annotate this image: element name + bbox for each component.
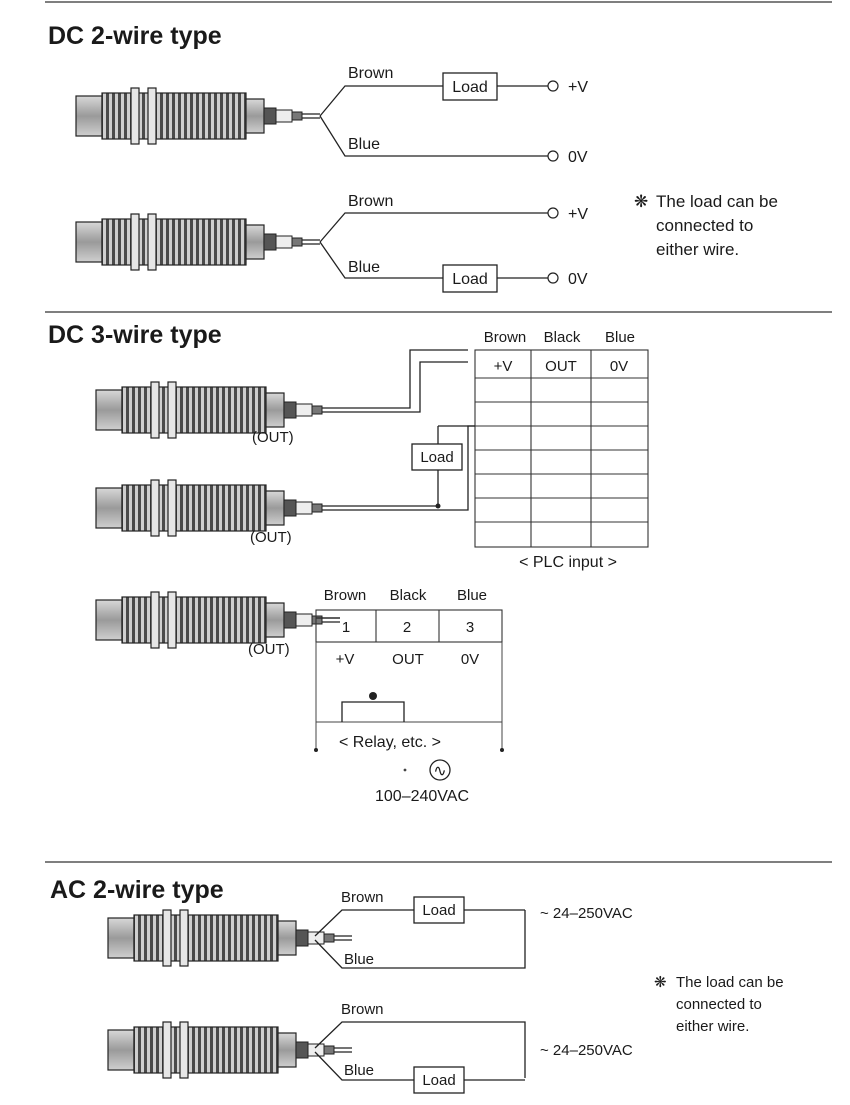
relay-terminal-block: Brown Black Blue 1 2 3 +V OUT 0V < Relay… bbox=[314, 587, 504, 752]
ac2-title: AC 2-wire type bbox=[50, 876, 224, 904]
dc2-1-brown-label: Brown bbox=[348, 65, 393, 82]
dc2-2-brown-wire bbox=[319, 212, 548, 243]
dc3-title: DC 3-wire type bbox=[48, 321, 222, 349]
dc2-note-line-2: connected to bbox=[656, 216, 753, 235]
ac2-1-load-box bbox=[413, 896, 465, 924]
dc3-sensor-b-out: (OUT) bbox=[250, 529, 292, 546]
ac2-2-blue-wire bbox=[314, 1051, 414, 1081]
dc3-sensor-a-icon bbox=[95, 381, 341, 439]
dc2-2-load-box bbox=[442, 264, 498, 293]
ac2-note-mark: ❋ bbox=[654, 974, 667, 991]
ac2-1-brown-label: Brown bbox=[341, 889, 384, 906]
dc2-title: DC 2-wire type bbox=[48, 22, 222, 50]
terminal-icon bbox=[547, 150, 559, 162]
ac-source-icon bbox=[429, 759, 451, 781]
plc-header-brown: Brown bbox=[484, 329, 527, 346]
relay-caption: < Relay, etc. > bbox=[339, 734, 441, 751]
dc2-note-line-3: either wire. bbox=[656, 240, 739, 259]
terminal-icon bbox=[547, 80, 559, 92]
dc3-sensor-b-icon bbox=[95, 479, 341, 537]
dc3-b-out-wire bbox=[340, 470, 439, 507]
relay-label-zero-v: 0V bbox=[461, 651, 479, 668]
dc3-load-label: Load bbox=[420, 449, 453, 466]
dc2-1-load-box bbox=[442, 72, 498, 101]
dc2-2-zero-v: 0V bbox=[568, 271, 588, 288]
plc-header-blue: Blue bbox=[605, 329, 635, 346]
dc3-sensor-a-out: (OUT) bbox=[252, 429, 294, 446]
relay-label-plus-v: +V bbox=[336, 651, 355, 668]
ac2-sensor-2-icon bbox=[107, 1021, 353, 1079]
ac2-2-blue-label: Blue bbox=[344, 1062, 374, 1079]
dc3-sensor-c-out: (OUT) bbox=[248, 641, 290, 658]
ac2-note-line-3: either wire. bbox=[676, 1018, 749, 1035]
dc2-1-plus-v: +V bbox=[568, 79, 588, 96]
ac2-2-supply: ~ 24–250VAC bbox=[540, 1042, 633, 1059]
terminal-icon bbox=[547, 272, 559, 284]
ac-symbol: ∿ bbox=[433, 763, 446, 780]
dc2-2-brown-label: Brown bbox=[348, 193, 393, 210]
plc-input-table: Brown Black Blue +V OUT 0V < PLC input > bbox=[474, 329, 649, 571]
dc2-section: DC 2-wire type Load Brown Blue +V 0V Loa… bbox=[48, 22, 778, 293]
plc-header-black: Black bbox=[544, 329, 581, 346]
dc3-a-wire-1 bbox=[340, 349, 468, 409]
plc-cell-plus-v: +V bbox=[494, 358, 513, 375]
relay-label-out: OUT bbox=[392, 651, 424, 668]
dc2-2-plus-v: +V bbox=[568, 206, 588, 223]
ac2-1-blue-label: Blue bbox=[344, 951, 374, 968]
dc2-1-zero-v: 0V bbox=[568, 149, 588, 166]
plc-caption: < PLC input > bbox=[519, 554, 617, 571]
ac2-note-line-2: connected to bbox=[676, 996, 762, 1013]
relay-terminal-3: 3 bbox=[466, 619, 474, 636]
ac2-1-blue-wire bbox=[314, 910, 526, 969]
ac2-2-brown-label: Brown bbox=[341, 1001, 384, 1018]
ac2-1-supply: ~ 24–250VAC bbox=[540, 905, 633, 922]
dc3-a-wire-2 bbox=[340, 361, 468, 413]
relay-header-brown: Brown bbox=[324, 587, 367, 604]
dc2-1-brown-wire bbox=[319, 85, 443, 117]
ac2-2-load-label: Load bbox=[422, 1072, 455, 1089]
dc2-1-load-label: Load bbox=[452, 79, 488, 96]
plc-cell-out: OUT bbox=[545, 358, 577, 375]
relay-supply: 100–240VAC bbox=[375, 788, 469, 805]
relay-header-black: Black bbox=[390, 587, 427, 604]
dc2-note-line-1: The load can be bbox=[656, 192, 778, 211]
relay-terminal-2: 2 bbox=[403, 619, 411, 636]
relay-contact-dot-icon bbox=[369, 692, 377, 700]
dc3-load-box bbox=[411, 443, 463, 471]
ac2-2-load-box bbox=[413, 1066, 465, 1094]
dc2-note-mark: ❋ bbox=[634, 192, 648, 211]
relay-contact bbox=[341, 701, 405, 722]
ac2-section: AC 2-wire type Load Brown Blue ~ 24–250V… bbox=[50, 876, 784, 1094]
dc2-1-blue-label: Blue bbox=[348, 136, 380, 153]
ac2-2-brown-wire bbox=[314, 1021, 526, 1078]
dc2-2-load-label: Load bbox=[452, 271, 488, 288]
dc3-section: DC 3-wire type Brown Black Blue +V OUT 0… bbox=[48, 321, 649, 805]
dc2-sensor-1-icon bbox=[75, 87, 321, 145]
terminal-icon bbox=[547, 207, 559, 219]
ac2-sensor-1-icon bbox=[107, 909, 353, 967]
plc-cell-zero-v: 0V bbox=[610, 358, 628, 375]
dc2-2-blue-wire bbox=[319, 241, 443, 279]
relay-terminal-1: 1 bbox=[342, 619, 350, 636]
ac2-1-load-label: Load bbox=[422, 902, 455, 919]
dc3-sensor-c-icon bbox=[95, 591, 341, 649]
ac2-note-line-1: The load can be bbox=[676, 974, 784, 991]
relay-header-blue: Blue bbox=[457, 587, 487, 604]
dc2-sensor-2-icon bbox=[75, 213, 321, 271]
ac2-1-brown-wire bbox=[314, 909, 414, 937]
dc2-1-blue-wire bbox=[319, 115, 548, 157]
dc2-2-blue-label: Blue bbox=[348, 259, 380, 276]
